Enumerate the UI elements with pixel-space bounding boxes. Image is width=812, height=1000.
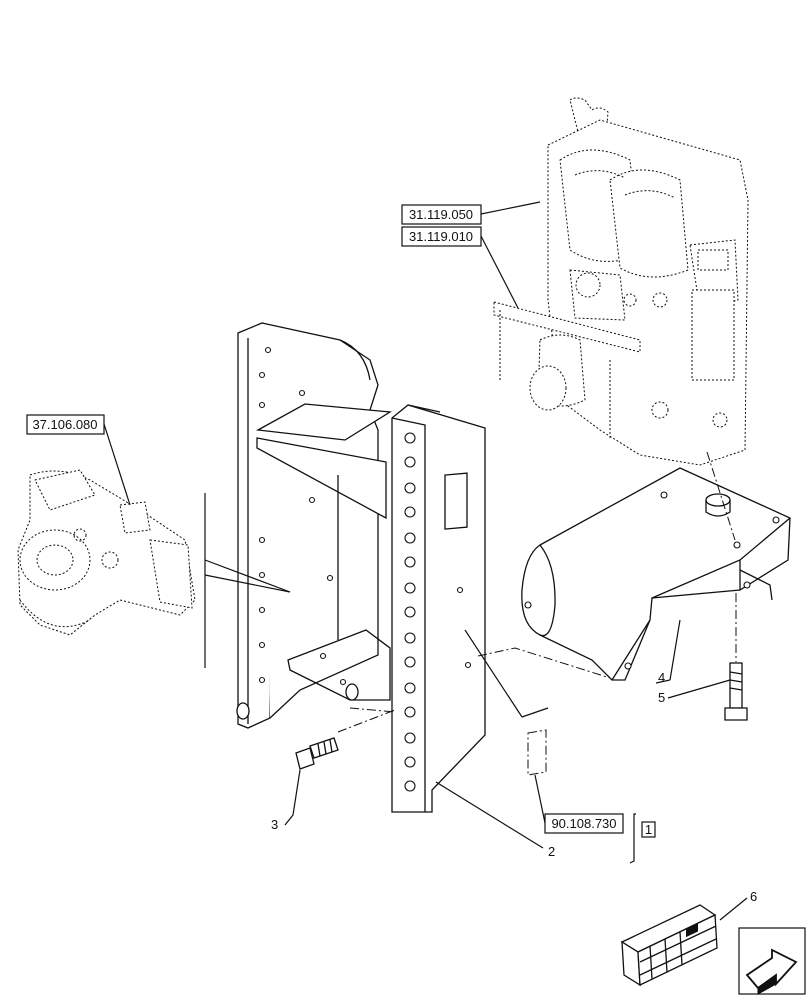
ref-box-31-119-010[interactable]: 31.119.010 xyxy=(401,226,482,247)
item-number-5: 5 xyxy=(658,690,665,705)
mounting-bracket xyxy=(521,467,791,681)
bolt-3 xyxy=(295,737,339,770)
ref-box-90-108-730[interactable]: 90.108.730 xyxy=(544,813,624,834)
tow-hook-assembly xyxy=(17,469,196,636)
bolt-5 xyxy=(724,662,748,721)
next-page-arrow-icon[interactable] xyxy=(738,927,806,995)
item-number-2: 2 xyxy=(548,844,555,859)
ref-box-31-119-050[interactable]: 31.119.050 xyxy=(401,204,482,225)
item-number-3: 3 xyxy=(271,817,278,832)
column-plate xyxy=(391,404,486,813)
svg-text:31.119.050: 31.119.050 xyxy=(409,207,473,222)
note-marker: 1 xyxy=(641,821,656,838)
svg-text:37.106.080: 37.106.080 xyxy=(32,417,97,432)
svg-text:90.108.730: 90.108.730 xyxy=(551,816,616,831)
lift-unit-assembly xyxy=(493,97,749,466)
svg-text:1: 1 xyxy=(645,822,652,837)
section-lines xyxy=(204,493,549,718)
alignment-lines xyxy=(337,451,737,733)
ref-box-37-106-080[interactable]: 37.106.080 xyxy=(26,414,105,435)
leader-lines xyxy=(103,201,748,921)
item-number-6: 6 xyxy=(750,889,757,904)
crate-icon xyxy=(620,904,718,987)
item-number-4: 4 xyxy=(658,670,665,685)
decal xyxy=(527,729,547,776)
vertical-frame xyxy=(236,322,392,729)
svg-text:31.119.010: 31.119.010 xyxy=(409,229,473,244)
